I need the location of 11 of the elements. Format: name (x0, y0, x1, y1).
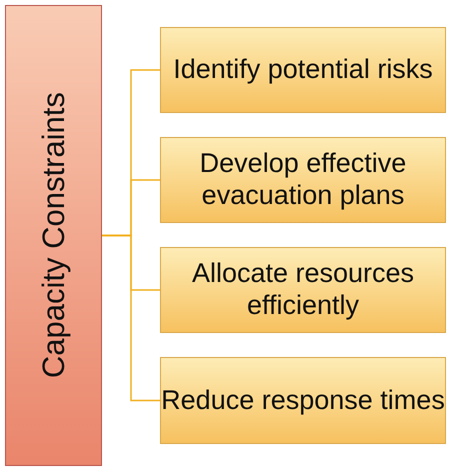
item-box (160, 247, 446, 333)
item-label: Allocate resources efficiently (190, 258, 416, 322)
item-label: Reduce response times (161, 384, 445, 416)
item-box (160, 357, 446, 444)
item-label: Identify potential risks (173, 54, 433, 86)
item-label: Develop effective evacuation plans (198, 148, 408, 212)
item-box (160, 27, 446, 113)
category-title: Capacity Constraints (35, 92, 72, 378)
category-box (5, 5, 102, 466)
item-box (160, 137, 446, 223)
connector-line (102, 234, 160, 402)
